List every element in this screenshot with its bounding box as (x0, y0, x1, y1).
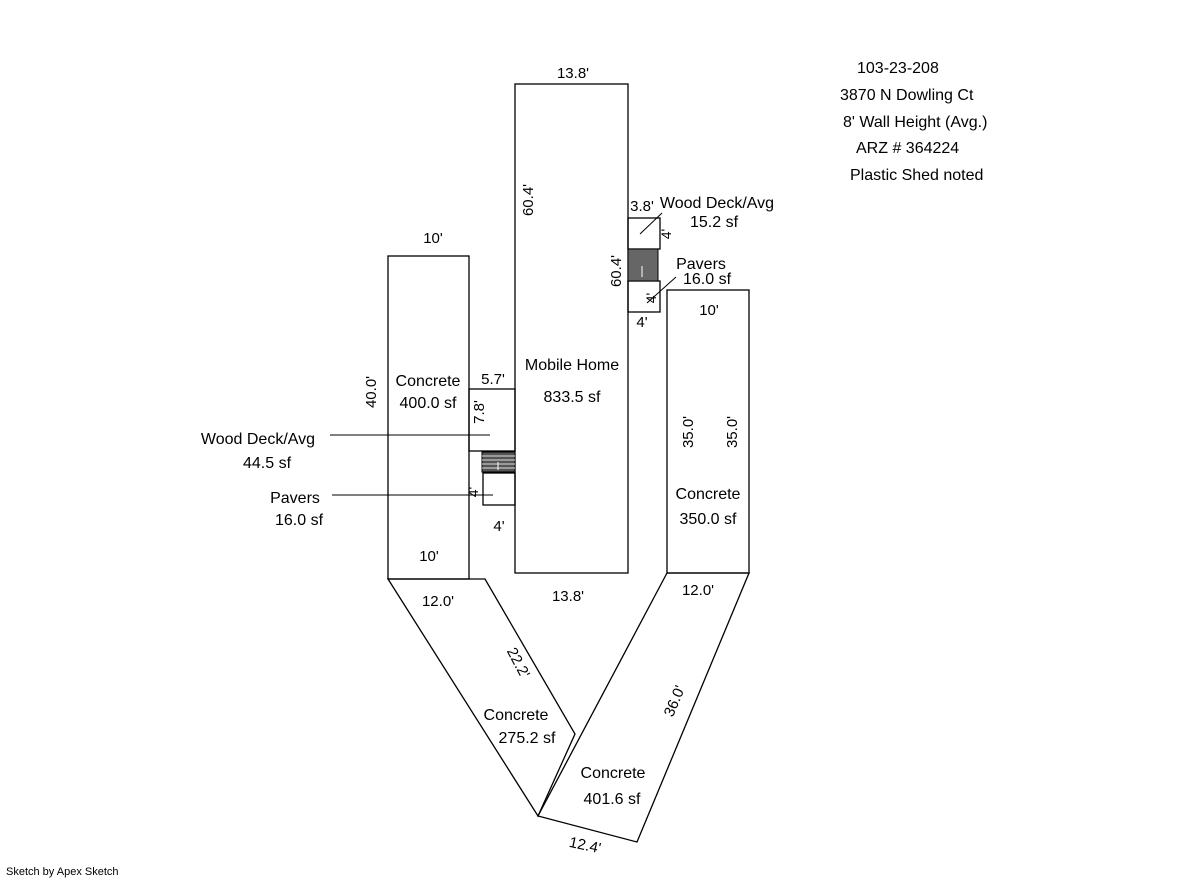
sketch-credit: Sketch by Apex Sketch (6, 866, 119, 878)
mobile-home-bottom-dim: 13.8' (552, 588, 584, 605)
concrete-right-top-dim: 10' (699, 302, 719, 319)
pavers-right-side-dim: 4' (643, 293, 659, 303)
deck-left-top-dim: 5.7' (481, 371, 505, 388)
mobile-home-area: 833.5 sf (544, 389, 601, 406)
mobile-home-left-dim: 60.4' (520, 184, 537, 216)
concrete-diagonal-right-area: 401.6 sf (584, 791, 641, 808)
concrete-left-area: 400.0 sf (400, 395, 457, 412)
pavers-right-bottom-dim: 4' (636, 314, 647, 331)
pavers-right-leader (646, 276, 677, 304)
deck-right-leader (639, 212, 663, 235)
wall-height: 8' Wall Height (Avg.) (843, 114, 988, 131)
deck-right-top-dim: 3.8' (630, 198, 654, 215)
concrete-left-side-dim: 40.0' (363, 376, 380, 408)
concrete-left-outline (387, 255, 470, 580)
pavers-left-bottom-dim: 4' (493, 518, 504, 535)
pavers-left-side-dim: 4' (465, 487, 481, 497)
concrete-right-area: 350.0 sf (680, 511, 737, 528)
concrete-diagonal-left-label: Concrete (484, 707, 549, 724)
mobile-home-top-dim: 13.8' (557, 65, 589, 82)
concrete-diagonal-left-top-dim: 12.0' (422, 593, 454, 610)
concrete-right-label: Concrete (676, 486, 741, 503)
concrete-diagonal-right-bottom-dim: 12.4' (567, 834, 602, 857)
pavers-left-area: 16.0 sf (275, 512, 324, 529)
deck-right-label: Wood Deck/Avg (660, 195, 774, 212)
mobile-home-outline (514, 83, 629, 574)
pavers-left-outline (482, 472, 516, 506)
pavers-right-label: Pavers (676, 256, 726, 273)
parcel-number: 103-23-208 (857, 60, 939, 77)
deck-left-area: 44.5 sf (243, 455, 292, 472)
deck-right-fill (627, 248, 659, 282)
shed-note: Plastic Shed noted (850, 167, 984, 184)
concrete-diagonal-left-area: 275.2 sf (499, 730, 556, 747)
deck-right-outline (627, 217, 661, 250)
concrete-diagonal-right-top-dim: 12.0' (682, 582, 714, 599)
concrete-right-inner-left-dim: 35.0' (680, 416, 697, 448)
concrete-diagonal-left-outline (386, 578, 576, 818)
concrete-left-top-dim: 10' (423, 230, 443, 247)
concrete-diagonal-left-side-dim: 22.2' (503, 645, 533, 681)
mobile-home-label: Mobile Home (525, 357, 619, 374)
concrete-diagonal-right-outline (537, 572, 750, 843)
concrete-diagonal-right-side-dim: 36.0' (661, 683, 689, 719)
deck-left-label: Wood Deck/Avg (201, 431, 315, 448)
deck-left-outline (468, 388, 516, 452)
deck-right-side-dim: 4' (658, 229, 674, 239)
property-address: 3870 N Dowling Ct (840, 87, 974, 104)
deck-left-side-dim: 7.8' (471, 400, 488, 424)
concrete-diagonal-right-label: Concrete (581, 765, 646, 782)
concrete-right-inner-right-dim: 35.0' (724, 416, 741, 448)
deck-right-area: 15.2 sf (690, 214, 739, 231)
arz-number: ARZ # 364224 (856, 140, 960, 157)
pavers-left-label: Pavers (270, 490, 320, 507)
mobile-home-right-dim: 60.4' (608, 255, 625, 287)
pavers-right-area: 16.0 sf (683, 271, 732, 288)
concrete-left-bottom-dim: 10' (419, 548, 439, 565)
concrete-left-label: Concrete (396, 373, 461, 390)
